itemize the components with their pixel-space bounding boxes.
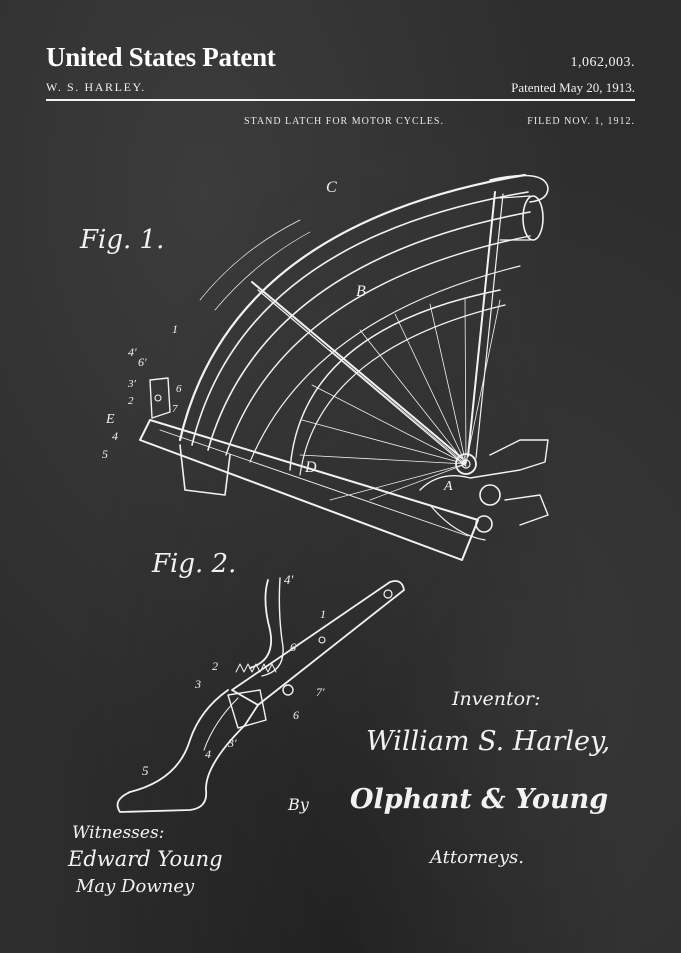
witness-2-signature: May Downey bbox=[75, 876, 195, 897]
fig2-drawing bbox=[116, 577, 405, 813]
invention-title: STAND LATCH FOR MOTOR CYCLES. bbox=[244, 116, 444, 127]
label-7: 7 bbox=[172, 403, 178, 415]
patent-title: United States Patent bbox=[46, 42, 276, 72]
label-C: C bbox=[326, 179, 337, 196]
patent-number: 1,062,003. bbox=[570, 55, 635, 70]
fig2-label-7-prime: 7' bbox=[316, 685, 325, 699]
fig2-label-2: 2 bbox=[212, 659, 218, 673]
label-4: 4 bbox=[112, 429, 118, 443]
fig2-label-6-prime: 6' bbox=[290, 640, 299, 654]
header-divider bbox=[46, 99, 635, 101]
fig1-labels: C B D A E 1 4' 6' 3' 2 6 7 4 5 bbox=[102, 179, 453, 494]
attorney-signature: Olphant & Young bbox=[350, 784, 608, 815]
signature-block: Inventor: William S. Harley, By Olphant … bbox=[67, 688, 610, 897]
fig2-label-3: 3 bbox=[194, 677, 201, 691]
inventor-signature: William S. Harley, bbox=[366, 726, 610, 757]
fig2-labels: 4' 1 6' 2 3 7' 6 3' 4 5 bbox=[142, 572, 326, 778]
label-B: B bbox=[356, 283, 366, 300]
fig2-label-4: 4 bbox=[205, 747, 211, 761]
fig2-label-3-prime: 3' bbox=[227, 736, 237, 750]
fig2-label-5: 5 bbox=[142, 763, 149, 778]
patent-date: Patented May 20, 1913. bbox=[511, 80, 635, 95]
label-5: 5 bbox=[102, 447, 108, 461]
label-4-prime: 4' bbox=[128, 345, 137, 359]
label-2: 2 bbox=[128, 395, 134, 407]
label-D: D bbox=[304, 459, 317, 476]
by-label: By bbox=[287, 795, 310, 814]
fig2-caption: Fig. 2. bbox=[151, 549, 236, 579]
label-6: 6 bbox=[176, 383, 182, 395]
label-3-prime: 3' bbox=[127, 378, 137, 390]
witnesses-heading: Witnesses: bbox=[72, 823, 164, 843]
inventor-name: W. S. HARLEY. bbox=[46, 80, 146, 94]
fig1-drawing bbox=[139, 173, 549, 561]
attorneys-heading: Attorneys. bbox=[428, 847, 524, 868]
inventor-heading: Inventor: bbox=[451, 688, 541, 710]
fig2-label-6: 6 bbox=[293, 708, 299, 722]
label-6-prime: 6' bbox=[138, 355, 147, 369]
witness-1-signature: Edward Young bbox=[67, 847, 223, 871]
fig2-label-1: 1 bbox=[320, 607, 326, 621]
fig1-caption: Fig. 1. bbox=[79, 225, 164, 255]
fig2-label-4-prime: 4' bbox=[284, 572, 294, 587]
label-E: E bbox=[105, 412, 115, 427]
label-1: 1 bbox=[172, 322, 178, 336]
filed-date: FILED NOV. 1, 1912. bbox=[527, 116, 635, 127]
label-A: A bbox=[443, 479, 453, 494]
